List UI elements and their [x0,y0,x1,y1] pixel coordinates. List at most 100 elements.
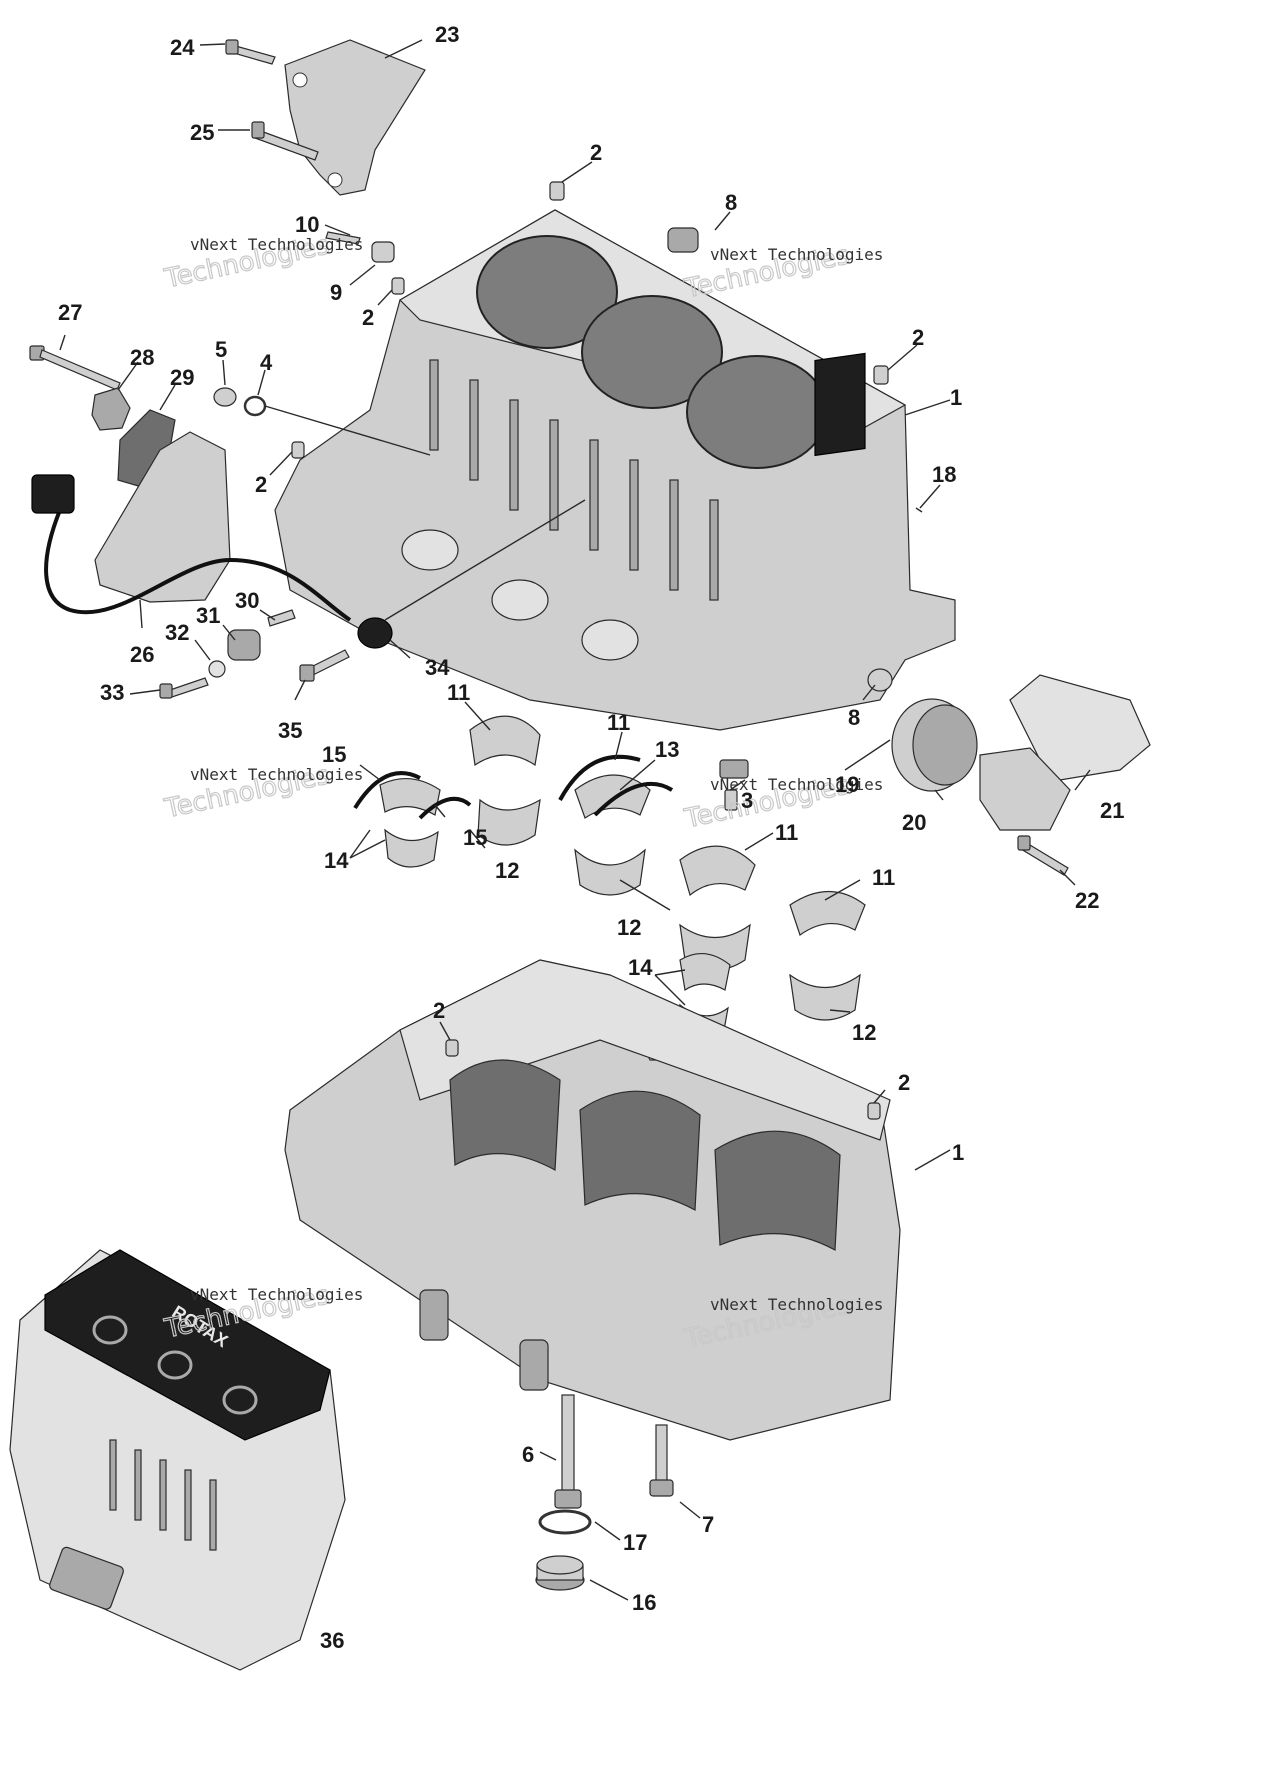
callout-6: 6 [522,1442,534,1467]
watermark-small-text: vNext Technologies [710,1295,883,1314]
part-dowel-2-left [391,277,405,295]
callout-33: 33 [100,680,124,705]
part-crankcase-upper [274,209,956,731]
part-oring-4 [243,395,267,417]
callout-12: 12 [852,1020,876,1045]
part-oring-17 [538,1509,592,1535]
callout-12: 12 [617,915,641,940]
part-bolt-35 [299,649,350,682]
part-bolt-6 [554,1394,582,1509]
part-bolt-33 [159,677,209,699]
part-dowel-2-lower-right [867,1102,881,1120]
part-bracket-28 [91,387,131,431]
part-screw-10 [325,231,361,245]
callout-10: 10 [295,212,319,237]
part-plug-16 [535,1555,585,1591]
callout-labels: 24 23 25 2 8 10 9 2 27 2 1 28 29 5 4 18 … [58,22,1124,1653]
part-sleeve-9 [371,241,395,263]
part-sleeve-31 [227,629,261,661]
callout-2: 2 [255,472,267,497]
callout-26: 26 [130,642,154,667]
part-washer-32 [208,660,226,678]
callout-2: 2 [590,140,602,165]
callout-34: 34 [425,655,450,680]
callout-11: 11 [607,710,630,735]
part-mount-21 [979,674,1151,831]
watermark-small-text: vNext Technologies [190,1285,363,1304]
part-dowel-2-lower-left [445,1039,459,1057]
callout-2: 2 [912,325,924,350]
part-bolt-27 [29,345,121,391]
callout-31: 31 [196,603,220,628]
callout-7: 7 [702,1512,714,1537]
callout-20: 20 [902,810,926,835]
callout-9: 9 [330,280,342,305]
callout-1: 1 [950,385,962,410]
part-bolt-22 [1017,835,1069,876]
callout-23: 23 [435,22,459,47]
part-bolt-25 [251,121,319,161]
part-knock-sensor-34 [357,617,393,649]
watermark-small-text: vNext Technologies [190,235,363,254]
callout-15: 15 [322,742,346,767]
part-dowel-2-right [873,365,889,385]
callout-22: 22 [1075,888,1099,913]
callout-3: 3 [741,788,753,813]
callout-28: 28 [130,345,154,370]
callout-25: 25 [190,120,214,145]
watermark-small-text: vNext Technologies [710,775,883,794]
callout-32: 32 [165,620,189,645]
part-pin-18 [915,507,923,513]
callout-1: 1 [952,1140,964,1165]
part-engine-mount-bracket-top [284,39,426,196]
part-bolt-7 [649,1424,674,1497]
part-connector [31,474,75,514]
callout-35: 35 [278,718,302,743]
callout-2: 2 [433,998,445,1023]
callout-2: 2 [362,305,374,330]
callout-11: 11 [775,820,798,845]
callout-15: 15 [463,825,487,850]
part-dowel-2-top [549,181,565,201]
callout-17: 17 [623,1530,647,1555]
callout-30: 30 [235,588,259,613]
callout-5: 5 [215,337,227,362]
callout-24: 24 [170,35,195,60]
watermark-small-text: vNext Technologies [190,765,363,784]
callout-11: 11 [447,680,470,705]
callout-8: 8 [848,705,860,730]
watermark-small-text: vNext Technologies [710,245,883,264]
part-engine-assembly-36: ROTAX [9,1249,346,1671]
part-plug-8-top [667,227,699,253]
callout-2: 2 [898,1070,910,1095]
callout-19: 19 [835,772,859,797]
callout-4: 4 [260,350,273,375]
callout-27: 27 [58,300,82,325]
part-screw-30 [267,609,296,627]
callout-36: 36 [320,1628,344,1653]
part-cover-20 [891,698,978,792]
callout-11: 11 [872,865,895,890]
callout-13: 13 [655,737,679,762]
part-crankcase-lower [284,959,901,1441]
callout-16: 16 [632,1590,656,1615]
leader-lines [59,39,1091,1601]
callout-8: 8 [725,190,737,215]
callout-21: 21 [1100,798,1124,823]
part-wire-harness [44,509,352,622]
callout-14: 14 [628,955,653,980]
part-dowel-2-mid [291,441,305,459]
callout-18: 18 [932,462,956,487]
callout-29: 29 [170,365,194,390]
part-plug-8-right [867,668,893,692]
part-engine-mount-26 [94,431,231,603]
callout-12: 12 [495,858,519,883]
part-plug-5 [213,387,237,407]
part-bolt-24 [225,39,276,65]
callout-14: 14 [324,848,349,873]
